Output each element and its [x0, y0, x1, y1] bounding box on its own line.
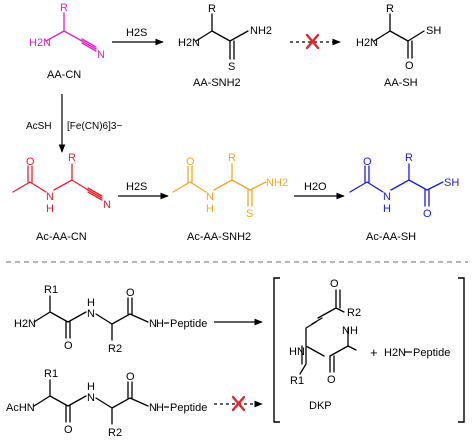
- ac-aa-snh2-h-label: H: [206, 203, 214, 215]
- ac-aa-cn-h-label: H: [46, 203, 54, 215]
- aa-sh-structure: R H2N O SH: [356, 3, 441, 72]
- ac-aa-sh-r-label: R: [405, 152, 413, 164]
- dkp-h-left-label: H: [289, 346, 297, 358]
- peptide1-nh-peptide-n-label: N: [149, 318, 157, 330]
- dkp-r2-label: R2: [347, 307, 361, 319]
- released-peptide-label: Peptide: [413, 347, 450, 359]
- dkp-o-top-label: O: [330, 278, 339, 290]
- aa-snh2-name: AA-SNH2: [193, 77, 241, 89]
- peptide1-peptide-label: Peptide: [170, 318, 207, 330]
- ac-aa-snh2-name: Ac-AA-SNH2: [187, 231, 251, 243]
- peptide2-o2-label: O: [126, 371, 135, 383]
- peptide1-r1-label: R1: [44, 284, 58, 296]
- aa-sh-name: AA-SH: [384, 77, 418, 89]
- ac-aa-snh2-structure: O R N H S NH2: [172, 152, 288, 220]
- plus-sign: +: [370, 345, 378, 360]
- ac-aa-sh-o2-label: O: [423, 208, 432, 220]
- aa-cn-n-label: N: [97, 49, 105, 61]
- dkp-h-right-label: H: [350, 325, 358, 337]
- arrow4-reagent: H2O: [304, 181, 327, 193]
- bracket-left: [273, 277, 280, 423]
- ac-aa-snh2-s-label: S: [246, 208, 253, 220]
- aa-cn-name: AA-CN: [47, 69, 81, 81]
- peptide2-peptide-label: Peptide: [170, 402, 207, 414]
- peptide2-r2-label: R2: [108, 427, 122, 439]
- arrow3-reagent: H2S: [126, 181, 147, 193]
- ac-aa-cn-structure: O R N H N: [12, 152, 111, 215]
- ac-aa-cn-o-label: O: [26, 156, 35, 168]
- peptide2-o1-label: O: [64, 424, 73, 436]
- ac-aa-snh2-o-label: O: [186, 156, 195, 168]
- cross-icon: [231, 395, 246, 412]
- peptide2-h-label: H: [87, 381, 95, 393]
- aa-snh2-s-label: S: [228, 61, 235, 73]
- peptide1-r2-label: R2: [108, 343, 122, 355]
- aa-sh-r-label: R: [386, 3, 394, 15]
- peptide2-nh-peptide-h-label: H: [156, 402, 164, 414]
- ac-aa-sh-h-label: H: [383, 203, 391, 215]
- aa-sh-sh-label: SH: [426, 25, 441, 37]
- aa-snh2-nh2-label: NH2: [250, 25, 272, 37]
- ac-aa-snh2-nh2-label: NH2: [266, 177, 288, 189]
- arrow1-reagent: H2S: [126, 27, 147, 39]
- cross-icon: [305, 33, 320, 50]
- ac-aa-sh-sh-label: SH: [444, 177, 459, 189]
- ac-aa-cn-n-label: N: [46, 191, 54, 203]
- aa-cn-amine-label: H2N: [29, 37, 51, 49]
- bracket-right: [458, 277, 465, 423]
- peptide1-h-label: H: [87, 297, 95, 309]
- ac-aa-sh-n-label: N: [383, 191, 391, 203]
- aa-snh2-amine-label: H2N: [178, 37, 200, 49]
- peptide2-nh-peptide-n-label: N: [149, 402, 157, 414]
- vertical-reagent-left: AcSH: [26, 121, 52, 132]
- dkp-name: DKP: [309, 400, 332, 412]
- ac-aa-sh-name: Ac-AA-SH: [366, 231, 416, 243]
- dkp-n-right-label: N: [342, 325, 350, 337]
- aa-sh-o-label: O: [405, 60, 414, 72]
- peptide2-r1-label: R1: [44, 368, 58, 380]
- aa-snh2-r-label: R: [208, 3, 216, 15]
- peptide1-o2-label: O: [126, 287, 135, 299]
- released-amine-label: H2N: [384, 347, 406, 359]
- dkp-o-bottom-label: O: [327, 374, 336, 386]
- peptide1-structure: R1 H2N O N H R2 O N H Peptide: [14, 284, 207, 355]
- peptide1-n-label: N: [87, 308, 95, 320]
- aa-cn-r-label: R: [60, 2, 68, 14]
- dkp-n-left-label: N: [297, 346, 305, 358]
- dkp-structure: O R2 H N N H R1 O: [289, 278, 361, 387]
- aa-cn-structure: R H2N N: [29, 2, 105, 61]
- peptide1-o1-label: O: [64, 340, 73, 352]
- ac-aa-cn-name: Ac-AA-CN: [36, 231, 87, 243]
- peptide2-n-label: N: [87, 392, 95, 404]
- ac-aa-snh2-n-label: N: [206, 191, 214, 203]
- peptide2-acetyl-amine-label: AcHN: [6, 402, 35, 414]
- ac-aa-cn-r-label: R: [68, 152, 76, 164]
- ac-aa-sh-o-label: O: [363, 156, 372, 168]
- aa-sh-amine-label: H2N: [356, 37, 378, 49]
- ac-aa-sh-structure: O R N H O SH: [349, 152, 459, 220]
- dkp-r1-label: R1: [290, 375, 304, 387]
- ac-aa-snh2-r-label: R: [228, 152, 236, 164]
- peptide2-structure: R1 AcHN O N H R2 O N H Peptide: [6, 368, 207, 439]
- ac-aa-cn-nitrile-n-label: N: [103, 199, 111, 211]
- peptide1-nh-peptide-h-label: H: [156, 318, 164, 330]
- vertical-reagent-right: [Fe(CN)6]3−: [67, 121, 122, 132]
- aa-snh2-structure: R H2N S NH2: [178, 3, 272, 73]
- peptide1-amine-label: H2N: [14, 318, 36, 330]
